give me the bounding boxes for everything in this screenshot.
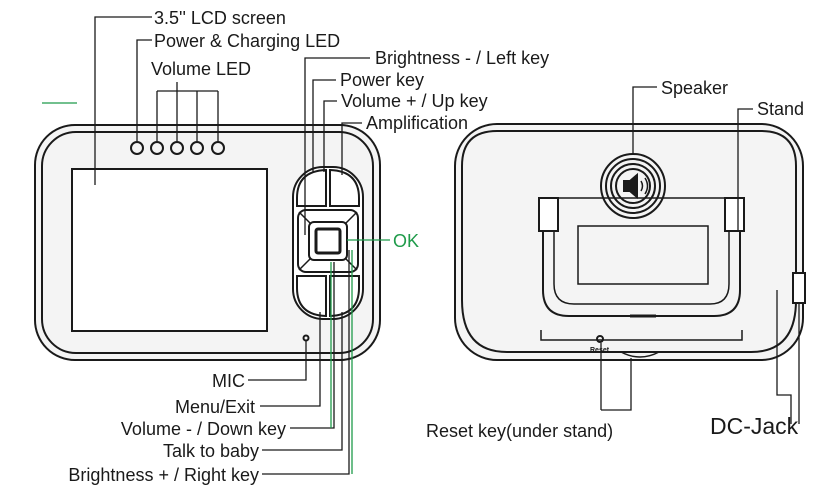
label-speaker: Speaker [661,78,728,98]
menu-exit-key [296,275,327,318]
volume-led-4 [211,141,225,155]
speaker-wave-2 [644,177,649,195]
back-view [454,123,806,361]
front-view [34,124,381,361]
back-labels: Speaker Stand Reset key(under stand) DC-… [426,78,804,441]
reset-notch [620,351,660,358]
reset-hole [596,335,604,343]
back-leader-lines [600,86,800,424]
front-labels: 3.5'' LCD screen Power & Charging LED Vo… [68,8,549,485]
power-led [130,141,144,155]
label-power-charging-led: Power & Charging LED [154,31,340,51]
volume-led-2 [170,141,184,155]
label-power-key: Power key [340,70,424,90]
speaker-cone-flare [629,172,638,200]
mic-hole [302,334,310,342]
label-lcd-screen: 3.5'' LCD screen [154,8,286,28]
label-amplification: Amplification [366,113,468,133]
label-volume-up-key: Volume + / Up key [341,91,488,111]
stand-arm-right [724,197,745,232]
nav-ring [297,209,359,273]
reset-print: Reset [590,347,610,354]
speaker-wave-1 [640,180,644,192]
volume-led-1 [150,141,164,155]
speaker-grille-ring-2 [610,163,656,209]
label-brightness-left-key: Brightness - / Left key [375,48,549,68]
label-brightness-right-key: Brightness + / Right key [68,465,259,485]
stand-arm-left [538,197,559,232]
back-body-inner [461,130,797,353]
power-key [296,168,327,207]
label-talk-to-baby: Talk to baby [163,441,259,461]
nav-diagonal-3 [298,258,311,271]
label-dc-jack: DC-Jack [710,413,799,439]
ok-key-outer [308,221,348,261]
stand-base [540,330,743,341]
speaker-grille-ring-1 [605,158,661,214]
label-mic: MIC [212,371,245,391]
front-body-inner [41,131,374,354]
label-recess [577,225,709,285]
volume-led-3 [190,141,204,155]
dc-jack [792,272,806,304]
green-accents [42,102,390,474]
speaker-grille-ring-3 [615,168,651,204]
label-volume-led: Volume LED [151,59,251,79]
label-reset-key: Reset key(under stand) [426,421,613,441]
volume-up-key [329,168,360,207]
label-ok: OK [393,231,419,251]
ok-key [314,227,342,255]
nav-diagonal-2 [345,211,358,224]
back-body [454,123,804,361]
label-stand: Stand [757,99,804,119]
front-leader-lines [94,16,370,475]
label-menu-exit: Menu/Exit [175,397,255,417]
lcd-screen [71,168,268,332]
label-volume-down-key: Volume - / Down key [121,419,286,439]
stand-frame-inner [553,231,730,305]
